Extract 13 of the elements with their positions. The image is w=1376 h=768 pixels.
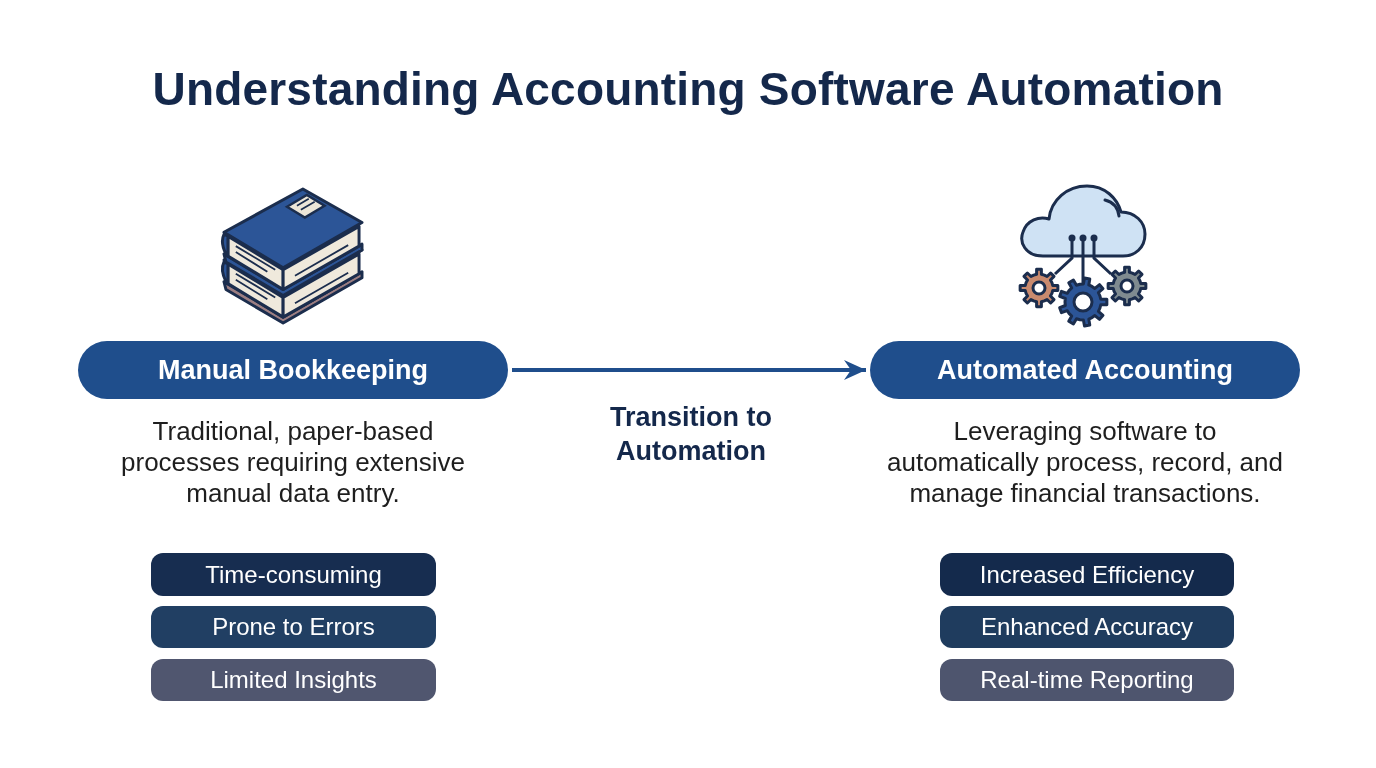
feature-tag: Time-consuming [151,553,436,596]
stage-banner: Manual Bookkeeping [78,341,508,399]
feature-tag: Limited Insights [151,659,436,701]
stage-banner: Automated Accounting [870,341,1300,399]
feature-tag: Real-time Reporting [940,659,1234,701]
feature-tag: Enhanced Accuracy [940,606,1234,648]
feature-tag: Increased Efficiency [940,553,1234,596]
feature-tag: Prone to Errors [151,606,436,648]
arrow [512,360,866,380]
diagram-title: Understanding Accounting Software Automation [151,62,1225,116]
edge-label: Transition to Automation [609,401,773,468]
node-description: Traditional, paper-based processes requiring extensive manual data entry. [120,416,466,509]
node-description: Leveraging software to automatically process, record, and manage financial transactions. [886,416,1284,509]
